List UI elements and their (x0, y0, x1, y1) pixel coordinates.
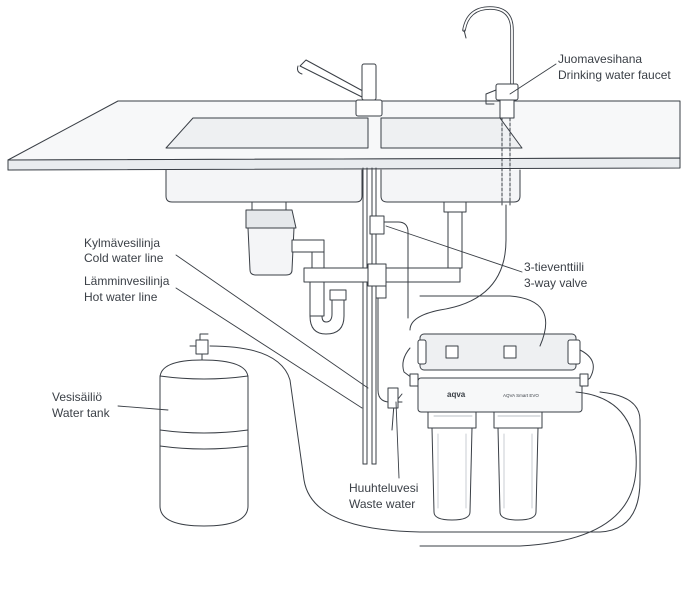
faucet-feed-tube (419, 295, 547, 347)
label-tank-fi: Vesisäiliö (52, 390, 102, 404)
unit-model: AQVA Smart EVO (503, 393, 539, 398)
three-way-valve (369, 215, 409, 319)
supply-pipes (362, 167, 377, 465)
drain-saddle (387, 387, 399, 409)
label-faucet-fi: Juomavesihana (558, 52, 642, 66)
label-waste-en: Waste water (349, 497, 415, 511)
disposer (245, 201, 297, 276)
leader-lines (117, 63, 557, 479)
label-valve-en: 3-way valve (524, 276, 588, 290)
drain-pipes (291, 201, 467, 335)
label-cold-fi: Kylmävesilinja (84, 236, 160, 250)
water-tank (159, 333, 249, 527)
label-cold-en: Cold water line (84, 251, 164, 265)
tank-tube (209, 345, 641, 533)
faucet-tubing (501, 117, 511, 206)
faucet-tube-to-unit (409, 204, 507, 331)
unit-brand: aqva (447, 390, 466, 399)
cold-feed-tube (377, 297, 403, 403)
label-faucet-en: Drinking water faucet (558, 68, 671, 82)
kitchen-mixer (297, 59, 383, 117)
label-waste-fi: Huuhteluvesi (349, 481, 418, 495)
unit-outlet-tube (419, 391, 637, 547)
label-hot-en: Hot water line (84, 290, 158, 304)
label-tank-en: Water tank (52, 406, 111, 420)
drinking-faucet (462, 6, 519, 119)
label-hot-fi: Lämminvesilinja (84, 274, 170, 288)
ro-unit (402, 333, 594, 521)
label-valve-fi: 3-tieventtiili (524, 260, 584, 274)
